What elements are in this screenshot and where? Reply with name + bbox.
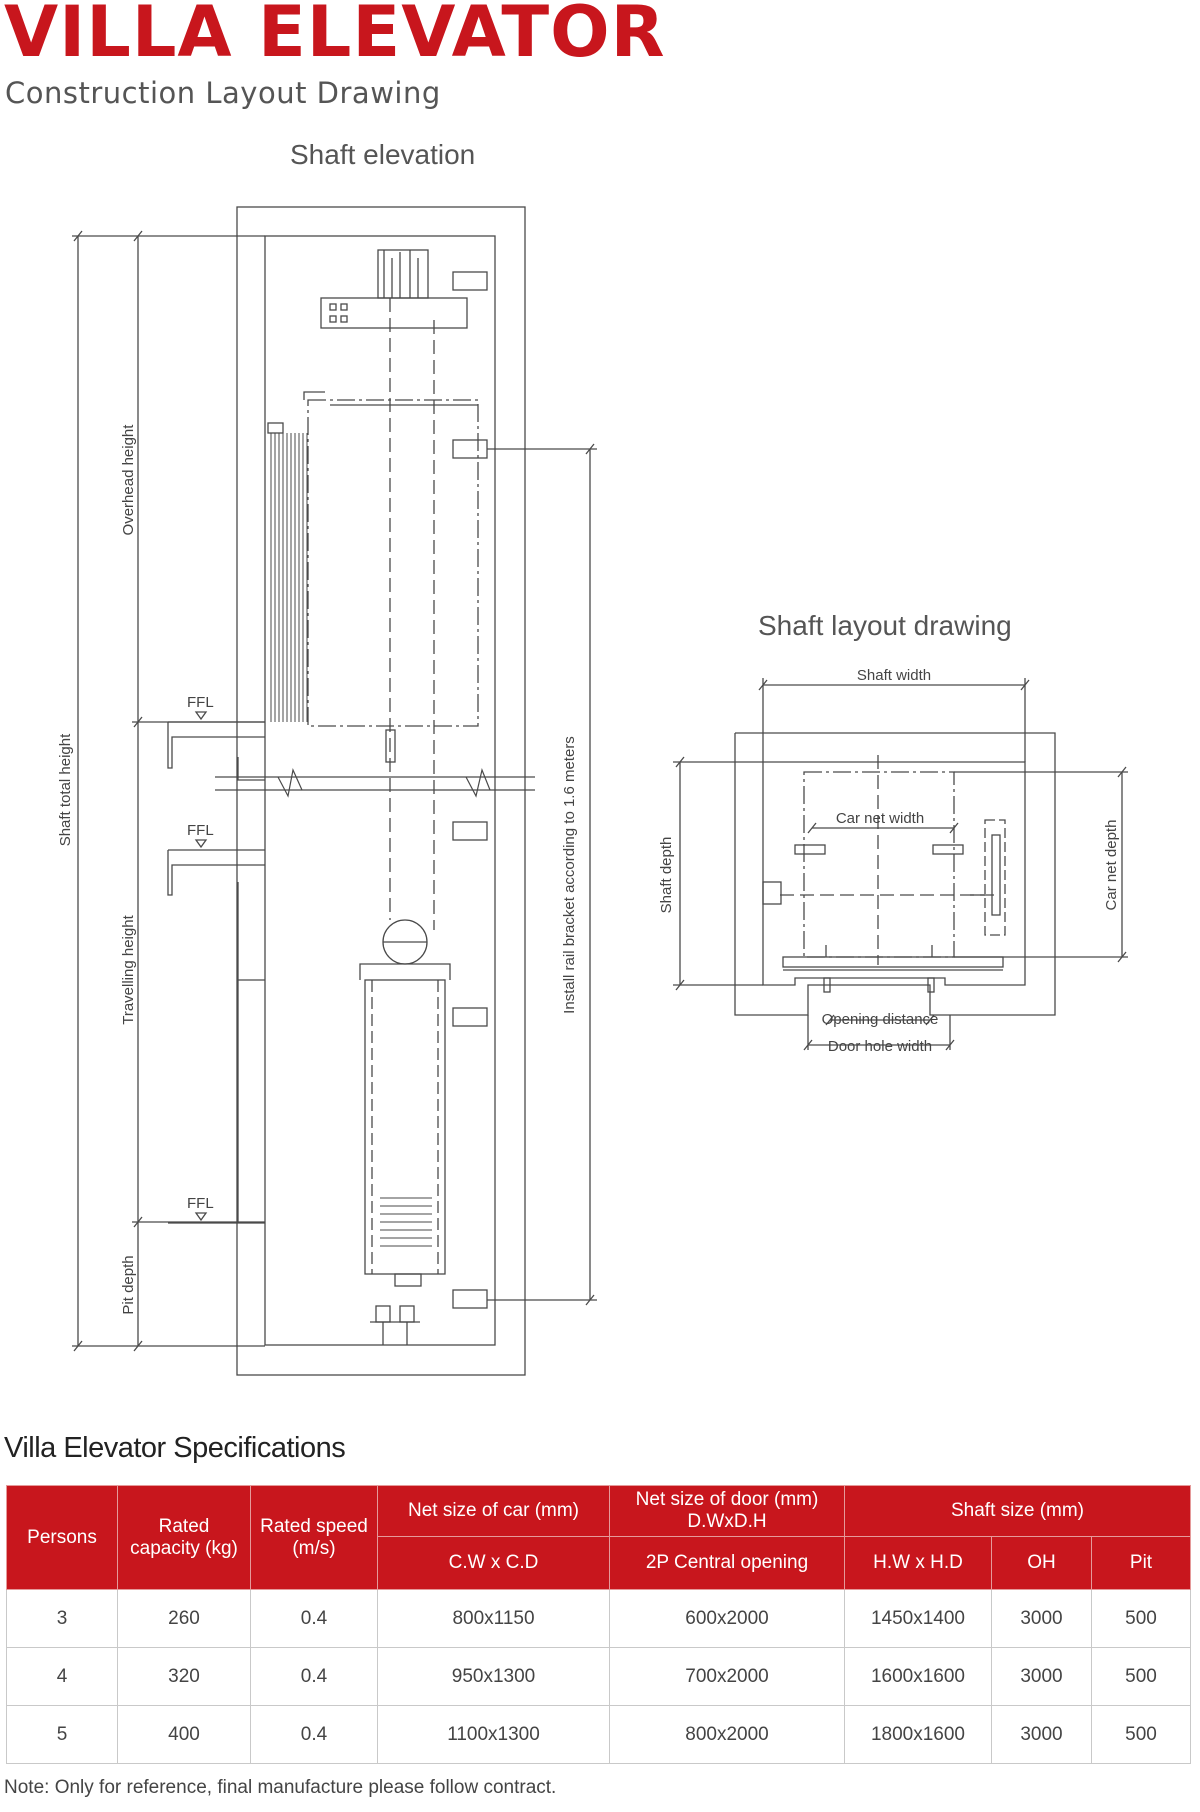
car-net-depth-label: Car net depth <box>1103 820 1120 911</box>
rail-bracket-3 <box>452 821 488 841</box>
layout-car <box>803 771 955 958</box>
header-door-sub: 2P Central opening <box>609 1536 845 1590</box>
shaft-width-label: Shaft width <box>857 667 931 684</box>
header-rated-speed: Rated speed (m/s) <box>250 1485 378 1590</box>
cell-car: 1100x1300 <box>377 1705 610 1764</box>
pit-depth-label: Pit depth <box>120 1255 137 1314</box>
cell-shaft: 1600x1600 <box>844 1647 992 1706</box>
cell-capacity: 320 <box>117 1647 251 1706</box>
cell-door: 700x2000 <box>609 1647 845 1706</box>
cell-car: 800x1150 <box>377 1589 610 1648</box>
door-hole-width-label: Door hole width <box>828 1038 932 1055</box>
elevation-title: Shaft elevation <box>290 139 476 170</box>
cell-speed: 0.4 <box>250 1589 378 1648</box>
specifications-title: Villa Elevator Specifications <box>4 1432 346 1464</box>
ffl-label-3: FFL <box>187 1195 214 1212</box>
shaft-layout-drawing <box>673 678 1128 1051</box>
cell-shaft: 1800x1600 <box>844 1705 992 1764</box>
shaft-depth-label: Shaft depth <box>658 837 675 914</box>
rail-bracket-label: Install rail bracket according to 1.6 me… <box>561 736 578 1014</box>
header-rated-capacity: Rated capacity (kg) <box>117 1485 251 1590</box>
opening-distance-label: Opening distance <box>822 1011 939 1028</box>
header-door-size-line1: Net size of door (mm) <box>635 1489 819 1511</box>
car-net-width-label: Car net width <box>836 810 924 827</box>
overhead-height-label: Overhead height <box>120 424 137 536</box>
header-shaft-hw: H.W x H.D <box>844 1536 992 1590</box>
page-subtitle: Construction Layout Drawing <box>5 76 441 110</box>
header-oh: OH <box>991 1536 1092 1590</box>
rail-bracket-4 <box>452 1007 488 1027</box>
cell-oh: 3000 <box>991 1589 1092 1648</box>
header-door-size-line2: D.WxD.H <box>687 1511 767 1532</box>
technical-drawings: Overhead height Shaft total height Trave… <box>57 206 1128 1376</box>
rail-bracket-5 <box>452 1289 488 1309</box>
ffl-label-1: FFL <box>187 694 214 711</box>
cell-persons: 5 <box>6 1705 118 1764</box>
machine-motor <box>377 249 429 299</box>
cell-capacity: 260 <box>117 1589 251 1648</box>
shaft-outer-wall <box>236 206 526 1376</box>
cell-pit: 500 <box>1091 1647 1191 1706</box>
cell-speed: 0.4 <box>250 1705 378 1764</box>
cell-speed: 0.4 <box>250 1647 378 1706</box>
header-persons: Persons <box>6 1485 118 1590</box>
rail-bracket-top <box>452 271 488 291</box>
specifications-table: Persons Rated capacity (kg) Rated speed … <box>6 1485 1191 1764</box>
cell-oh: 3000 <box>991 1705 1092 1764</box>
header-door-size: Net size of door (mm)D.WxD.H <box>609 1485 845 1537</box>
page-title: VILLA ELEVATOR <box>4 0 666 73</box>
cell-capacity: 400 <box>117 1705 251 1764</box>
header-shaft-size: Shaft size (mm) <box>844 1485 1191 1537</box>
header-car-sub: C.W x C.D <box>377 1536 610 1590</box>
layout-inner-wall <box>762 761 1026 986</box>
shaft-total-height-label: Shaft total height <box>57 733 74 846</box>
cell-door: 800x2000 <box>609 1705 845 1764</box>
layout-title: Shaft layout drawing <box>758 610 1012 641</box>
rail-bracket-2 <box>452 439 488 459</box>
ffl-label-2: FFL <box>187 822 214 839</box>
layout-outer-wall <box>734 732 1056 1016</box>
header-pit: Pit <box>1091 1536 1191 1590</box>
cell-persons: 4 <box>6 1647 118 1706</box>
travelling-height-label: Travelling height <box>120 914 137 1024</box>
cell-pit: 500 <box>1091 1705 1191 1764</box>
table-row: 5 400 0.4 1100x1300 800x2000 1800x1600 3… <box>6 1705 1191 1764</box>
cell-shaft: 1450x1400 <box>844 1589 992 1648</box>
footnote: Note: Only for reference, final manufact… <box>4 1777 557 1798</box>
cell-pit: 500 <box>1091 1589 1191 1648</box>
machine-base <box>320 297 468 329</box>
cell-car: 950x1300 <box>377 1647 610 1706</box>
car-upper <box>307 399 479 727</box>
table-row: 4 320 0.4 950x1300 700x2000 1600x1600 30… <box>6 1647 1191 1706</box>
cell-persons: 3 <box>6 1589 118 1648</box>
cell-door: 600x2000 <box>609 1589 845 1648</box>
header-car-size: Net size of car (mm) <box>377 1485 610 1537</box>
table-row: 3 260 0.4 800x1150 600x2000 1450x1400 30… <box>6 1589 1191 1648</box>
cell-oh: 3000 <box>991 1647 1092 1706</box>
shaft-elevation-drawing <box>72 206 597 1376</box>
